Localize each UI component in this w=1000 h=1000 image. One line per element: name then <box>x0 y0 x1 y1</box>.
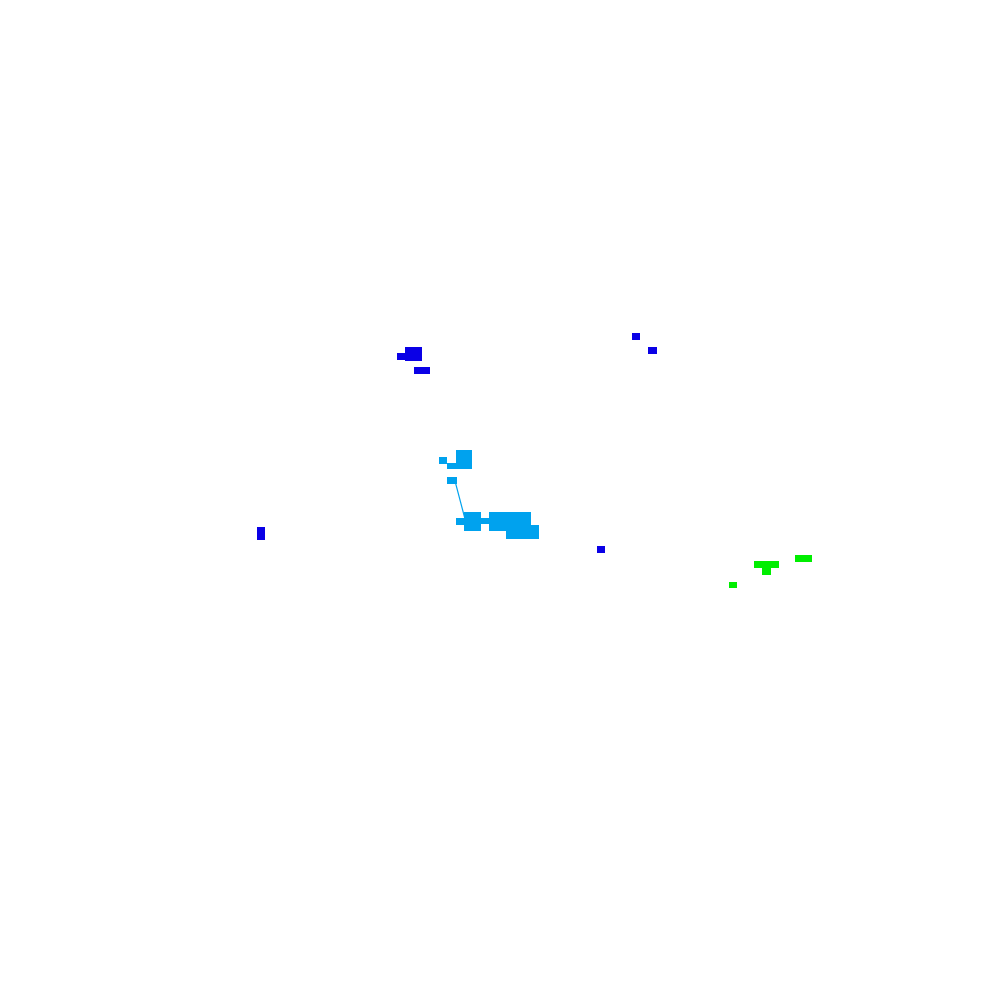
left-dark-blue-marker-block-1 <box>257 527 265 540</box>
center-right-dark-blue-marker-block-1 <box>597 546 605 553</box>
lower-right-green-cluster-block-1 <box>754 561 779 568</box>
central-light-blue-cluster-block-2 <box>456 450 472 469</box>
lower-right-green-cluster-block-4 <box>729 582 737 588</box>
upper-left-dark-blue-cluster-block-2 <box>397 353 407 360</box>
upper-right-dark-blue-markers-block-1 <box>632 333 640 340</box>
center-right-dark-blue-marker <box>597 546 605 553</box>
lower-right-green-cluster <box>729 555 812 588</box>
pixel-layer <box>257 333 812 588</box>
central-light-blue-cluster-block-4 <box>447 477 457 484</box>
central-light-blue-cluster-block-5 <box>456 518 466 525</box>
upper-left-dark-blue-cluster-block-1 <box>405 347 422 361</box>
lower-right-green-cluster-block-2 <box>762 566 771 575</box>
central-light-blue-cluster-block-3 <box>447 463 457 469</box>
central-light-blue-cluster-block-1 <box>439 457 447 464</box>
upper-right-dark-blue-markers-block-2 <box>648 347 657 354</box>
central-light-blue-cluster <box>439 450 539 539</box>
central-light-blue-cluster-connector-line <box>454 480 466 520</box>
central-light-blue-cluster-block-9 <box>506 525 539 539</box>
central-light-blue-cluster-block-6 <box>464 512 481 531</box>
lower-right-green-cluster-block-3 <box>795 555 812 562</box>
left-dark-blue-marker <box>257 527 265 540</box>
central-light-blue-cluster-block-7 <box>480 518 490 524</box>
upper-left-dark-blue-cluster <box>397 347 430 374</box>
upper-left-dark-blue-cluster-block-3 <box>414 367 430 374</box>
upper-right-dark-blue-markers <box>632 333 657 354</box>
